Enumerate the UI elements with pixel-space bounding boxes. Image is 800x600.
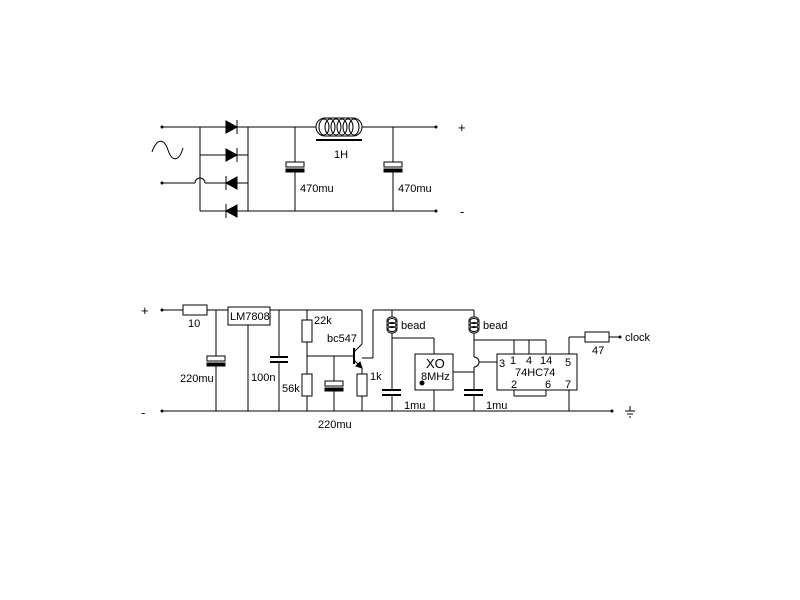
bridge-diode-3 [224,176,238,190]
resistor-22k [301,310,313,374]
psu-output-rails [248,125,438,213]
resistor-1k [356,373,368,411]
capacitor-220mu-input [206,310,226,411]
clock-output-label: clock [625,332,651,344]
clock-top-wires [160,308,474,312]
ac-input-wires [160,125,249,212]
oscillator-xo [414,353,454,391]
resistor-10-label: 10 [188,318,200,330]
ground-icon [610,406,635,418]
resistor-47-label: 47 [592,345,604,357]
capacitor-220mu-bottom-label: 220mu [318,419,352,431]
emitter-supply-wires [362,310,374,359]
psu-minus-terminal-label: - [460,204,464,219]
base-node-wires [307,355,354,381]
ic-pin-7-label: 7 [565,379,571,391]
ic-74hc74-label: 74HC74 [515,367,555,379]
resistor-10 [182,304,208,316]
ic-pin-6-label: 6 [545,379,551,391]
capacitor-220mu-bottom [324,380,344,411]
capacitor-470mu-left-label: 470mu [300,183,334,195]
resistor-1k-label: 1k [370,371,382,383]
capacitor-1mu-a [382,389,401,411]
psu-plus-terminal-label: + [458,120,466,135]
capacitor-1mu-a-label: 1mu [404,400,425,412]
power-supply-section: 1H 470mu 470mu + - [151,117,466,219]
clock-ground-rail [160,409,612,413]
oscillator-xo-freq: 8MHz [421,371,450,383]
capacitor-100n [270,310,288,411]
ferrite-bead-2-label: bead [483,320,507,332]
ic-supply-wires [453,336,585,411]
clock-minus-terminal-label: - [141,405,145,420]
ferrite-bead-2 [468,310,480,390]
ic-pin-1-label: 1 [510,355,516,367]
resistor-56k-label: 56k [282,383,300,395]
ferrite-bead-1 [386,310,398,390]
resistor-22k-label: 22k [314,315,332,327]
transistor-bc547-label: bc547 [327,333,357,345]
oscillator-pin1-marker [419,380,425,386]
regulator-lm7808-label: LM7808 [230,311,270,323]
clock-plus-terminal-label: + [141,303,149,318]
ic-pin-4-label: 4 [526,355,532,367]
bridge-diode-4 [224,204,238,218]
ic-pin-3-label: 3 [499,358,505,370]
clock-output-terminal [618,335,622,339]
resistor-56k [301,373,313,411]
resistor-47 [584,331,610,343]
capacitor-1mu-b-label: 1mu [486,400,507,412]
ferrite-bead-1-label: bead [401,320,425,332]
bridge-diode-2 [225,148,239,162]
ac-source-icon [151,140,184,160]
capacitor-470mu-right-label: 470mu [398,183,432,195]
bridge-diode-1 [225,120,239,134]
capacitor-1mu-b [464,389,483,411]
ic-pin-14-label: 14 [540,355,552,367]
oscillator-xo-label: XO [426,356,445,371]
ic-74hc74 [496,353,578,391]
capacitor-470mu-right [383,127,403,211]
ic-pin-2-label: 2 [511,379,517,391]
ic-pin-5-label: 5 [565,357,571,369]
inductor-1h [315,117,363,141]
capacitor-100n-label: 100n [251,372,275,384]
clock-circuit-section: + - 10 [141,303,651,431]
capacitor-220mu-input-label: 220mu [180,373,214,385]
inductor-1h-label: 1H [334,149,348,161]
regulator-lm7808 [227,306,271,326]
capacitor-470mu-left [285,127,305,211]
transistor-bc547 [353,310,363,374]
